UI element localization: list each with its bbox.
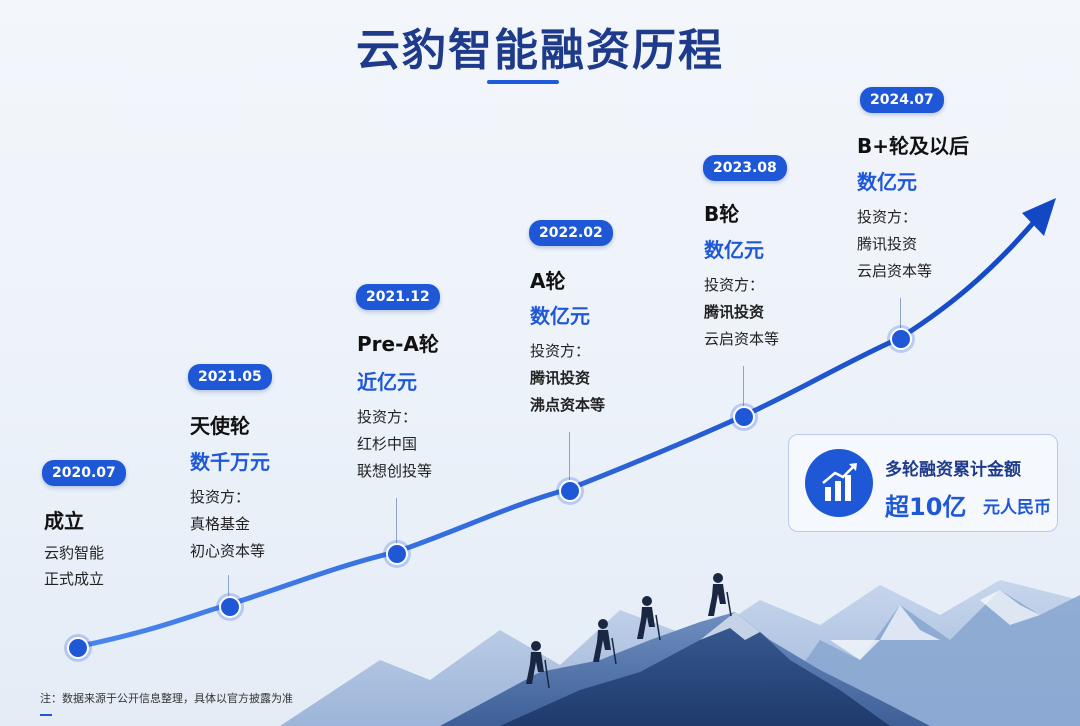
stage-title: B+轮及以后: [857, 134, 970, 158]
milestone-dot: [890, 328, 912, 350]
stage-title: B轮: [704, 202, 740, 226]
date-badge: 2024.07: [860, 87, 944, 113]
investor-line: 红杉中国: [357, 435, 418, 453]
investor-label: 投资方：: [857, 208, 918, 226]
stage-title: Pre-A轮: [357, 332, 439, 356]
date-badge: 2020.07: [42, 460, 126, 486]
funding-amount: 数亿元: [704, 238, 764, 262]
funding-amount: 近亿元: [357, 370, 417, 394]
investor-line: 腾讯投资: [857, 235, 918, 253]
connector-line: [228, 575, 229, 597]
connector-line: [569, 432, 570, 480]
investor-line: 初心资本等: [190, 542, 266, 560]
stage-title: 成立: [44, 509, 84, 533]
stage-title: 天使轮: [190, 414, 250, 438]
summary-card: 多轮融资累计金额 超10亿 元人民币: [788, 434, 1058, 532]
milestone-dot: [559, 480, 581, 502]
investor-line: 腾讯投资: [704, 303, 765, 321]
investor-line: 正式成立: [44, 570, 105, 588]
milestone-dot: [67, 637, 89, 659]
investor-line: 腾讯投资: [530, 369, 591, 387]
investor-label: 投资方：: [704, 276, 765, 294]
investor-line: 真格基金: [190, 515, 251, 533]
arrow-head-icon: [1022, 198, 1056, 236]
footnote-accent: [40, 714, 52, 716]
investor-line: 联想创投等: [357, 462, 433, 480]
date-badge: 2021.12: [356, 284, 440, 310]
investor-line: 云豹智能: [44, 544, 105, 562]
connector-line: [900, 298, 901, 328]
footnote: 注：数据来源于公开信息整理，具体以官方披露为准: [40, 692, 293, 705]
date-badge: 2023.08: [703, 155, 787, 181]
page-title: 云豹智能融资历程: [356, 25, 724, 76]
funding-amount: 数亿元: [857, 170, 917, 194]
investor-line: 沸点资本等: [530, 396, 606, 414]
investor-line: 云启资本等: [704, 330, 780, 348]
investor-label: 投资方：: [530, 342, 591, 360]
summary-label: 多轮融资累计金额: [885, 460, 1021, 480]
connector-line: [743, 366, 744, 407]
milestone-dot: [219, 596, 241, 618]
summary-value: 超10亿: [885, 493, 967, 521]
stage-title: A轮: [530, 269, 566, 293]
date-badge: 2022.02: [529, 220, 613, 246]
summary-value-suffix: 元人民币: [983, 498, 1051, 518]
title-underline: [487, 80, 559, 84]
funding-amount: 数千万元: [190, 450, 270, 474]
milestone-dot: [386, 543, 408, 565]
date-badge: 2021.05: [188, 364, 272, 390]
funding-amount: 数亿元: [530, 304, 590, 328]
investor-label: 投资方：: [190, 488, 251, 506]
investor-label: 投资方：: [357, 408, 418, 426]
growth-chart-icon: [805, 449, 873, 517]
milestone-dot: [733, 406, 755, 428]
investor-line: 云启资本等: [857, 262, 933, 280]
connector-line: [396, 498, 397, 544]
